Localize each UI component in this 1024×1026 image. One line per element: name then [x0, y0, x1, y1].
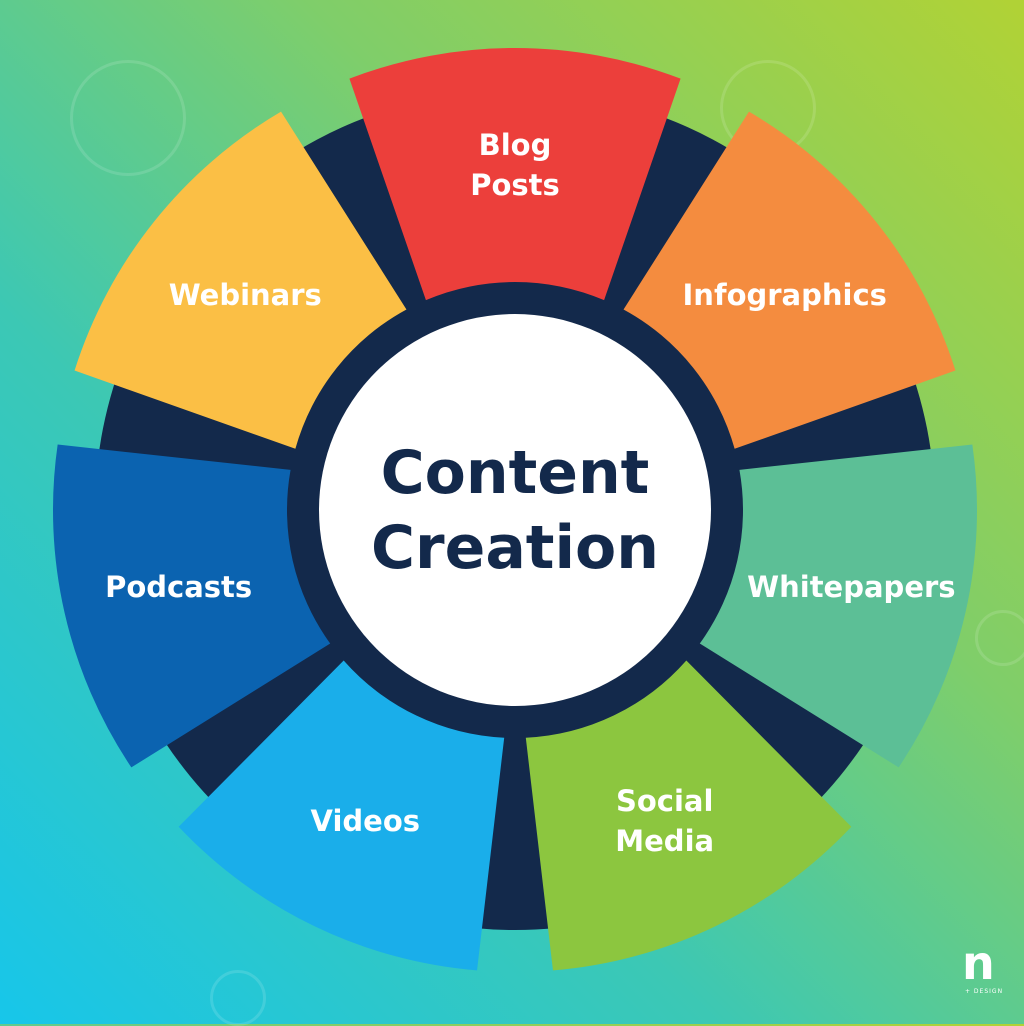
background-coin-icon	[975, 610, 1024, 666]
segment-label-webinars: Webinars	[169, 278, 322, 312]
segment-label-infographics: Infographics	[683, 278, 887, 312]
segment-blog-posts	[349, 48, 681, 301]
segment-label-social-media: Media	[615, 824, 714, 858]
segment-webinars	[74, 111, 407, 449]
segment-whitepapers	[699, 444, 977, 768]
background-target-icon	[70, 60, 186, 176]
segment-videos	[178, 660, 505, 971]
segment-social-media	[525, 660, 852, 971]
segment-infographics	[623, 111, 956, 449]
segment-label-podcasts: Podcasts	[105, 570, 252, 604]
brand-logo-subtitle: + DESIGN	[965, 988, 1004, 995]
center-title-line1: Content	[381, 438, 650, 508]
center-circle	[319, 314, 711, 706]
segment-label-whitepapers: Whitepapers	[747, 570, 955, 604]
brand-logo: n	[962, 936, 995, 990]
segment-label-videos: Videos	[311, 804, 421, 838]
segment-podcasts	[52, 444, 331, 768]
segment-label-blog-posts: Posts	[470, 168, 560, 202]
segment-label-blog-posts: Blog	[479, 128, 552, 162]
center-title-line2: Creation	[371, 513, 659, 583]
segment-label-social-media: Social	[616, 784, 713, 818]
